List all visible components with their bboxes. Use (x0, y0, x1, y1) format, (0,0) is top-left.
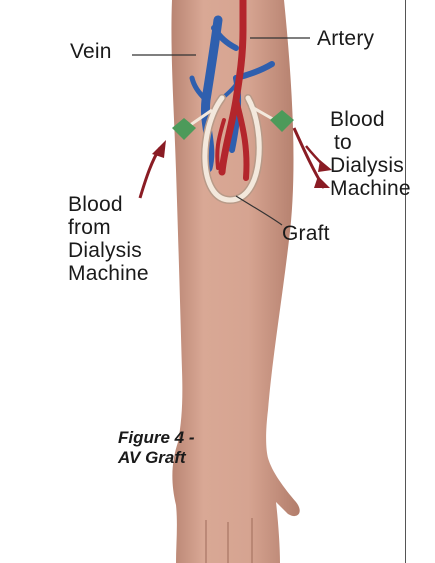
label-blood-from-line2: from (68, 216, 149, 239)
label-graft: Graft (282, 222, 330, 245)
caption-line-2: AV Graft (118, 448, 195, 468)
label-artery: Artery (317, 27, 374, 50)
label-blood-from-dialysis: Blood from Dialysis Machine (68, 193, 149, 285)
label-blood-to-line1: Blood (330, 108, 411, 131)
label-graft-text: Graft (282, 222, 330, 245)
label-artery-text: Artery (317, 27, 374, 50)
label-blood-to-dialysis: Blood to Dialysis Machine (330, 108, 411, 200)
label-blood-from-line1: Blood (68, 193, 149, 216)
label-blood-to-line3: Dialysis (330, 154, 411, 177)
caption-line-1: Figure 4 - (118, 428, 195, 448)
label-blood-to-line4: Machine (330, 177, 411, 200)
flow-from-machine-arrow (140, 140, 166, 198)
label-vein: Vein (70, 40, 112, 63)
flow-to-machine-arrow (294, 128, 332, 188)
figure-frame-line (405, 0, 406, 563)
label-vein-text: Vein (70, 40, 112, 63)
label-blood-to-line2: to (330, 131, 411, 154)
label-blood-from-line3: Dialysis (68, 239, 149, 262)
label-blood-from-line4: Machine (68, 262, 149, 285)
figure-caption: Figure 4 - AV Graft (118, 428, 195, 468)
